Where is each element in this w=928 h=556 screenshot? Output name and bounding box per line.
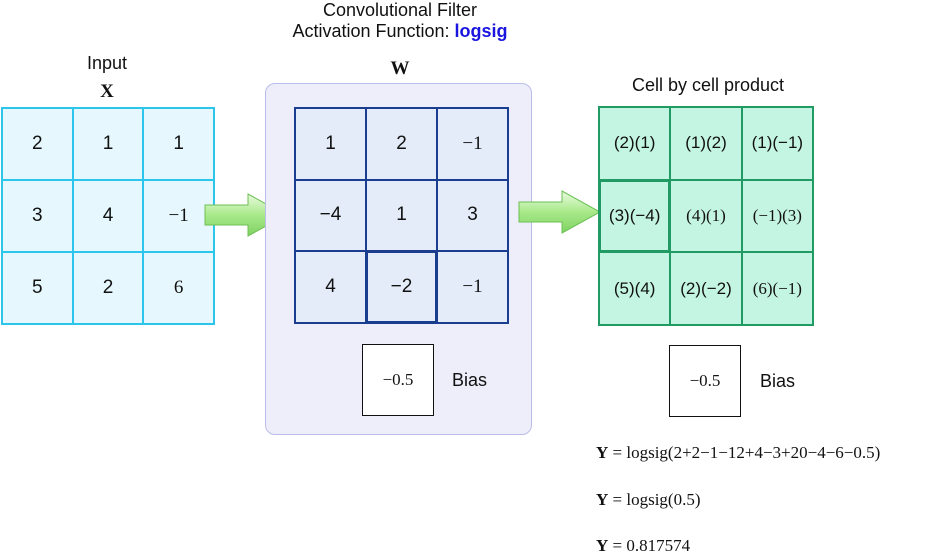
- input-cell: 2: [2, 108, 73, 180]
- product-cell: (6)(−1): [741, 252, 813, 325]
- product-matrix: (2)(1) (1)(2) (1)(−1) (3)(−4) (4)(1) (−1…: [598, 106, 814, 326]
- equation-lhs: Y: [596, 490, 609, 509]
- activation-function-name: logsig: [454, 21, 508, 41]
- equation-lhs: Y: [596, 536, 609, 555]
- input-cell: 4: [72, 180, 144, 252]
- weight-matrix: 1 2 −1 −4 1 3 4 −2 −1: [294, 107, 509, 324]
- equation-rhs: = logsig(2+2−1−12+4−3+20−4−6−0.5): [608, 443, 881, 462]
- equation-lhs: Y: [596, 443, 609, 462]
- product-bias-box: −0.5: [669, 345, 741, 417]
- equation-2: Y = logsig(0.5): [596, 490, 701, 510]
- equation-3: Y = 0.817574: [596, 536, 690, 556]
- weight-cell: −1: [437, 251, 508, 323]
- input-label: Input: [86, 53, 128, 73]
- input-cell: 6: [143, 252, 214, 324]
- product-cell: (3)(−4): [599, 179, 671, 253]
- weight-cell: 1: [295, 108, 366, 180]
- arrow-right-icon: [518, 190, 602, 234]
- input-cell: 5: [2, 252, 73, 324]
- equation-rhs: = 0.817574: [608, 536, 691, 555]
- weight-cell: 3: [437, 179, 508, 252]
- title-line-2: Activation Function: logsig: [250, 21, 550, 42]
- product-cell: (4)(1): [670, 179, 742, 253]
- product-bias-label: Bias: [760, 371, 796, 391]
- product-cell: (5)(4): [599, 252, 671, 325]
- input-matrix: 2 1 1 3 4 −1 5 2 6: [1, 107, 215, 325]
- weight-cell: 2: [366, 108, 437, 180]
- product-cell: (1)(2): [670, 107, 742, 180]
- weight-cell: 1: [366, 179, 437, 252]
- filter-bias-label: Bias: [452, 370, 488, 390]
- input-cell: 3: [2, 180, 73, 252]
- weight-cell: −4: [295, 179, 366, 252]
- weight-cell: 4: [295, 251, 366, 323]
- equation-1: Y = logsig(2+2−1−12+4−3+20−4−6−0.5): [596, 443, 880, 463]
- input-cell: 1: [72, 108, 144, 180]
- weight-symbol: W: [390, 58, 410, 79]
- input-symbol: X: [100, 81, 114, 102]
- weight-cell: −1: [437, 108, 508, 180]
- input-cell: 1: [143, 108, 214, 180]
- product-label: Cell by cell product: [631, 75, 785, 95]
- product-cell: (−1)(3): [741, 179, 813, 253]
- title-line-1: Convolutional Filter: [322, 0, 478, 20]
- equation-rhs: = logsig(0.5): [608, 490, 701, 509]
- filter-bias-box: −0.5: [362, 344, 434, 416]
- activation-label: Activation Function:: [292, 21, 455, 41]
- diagram-title: Convolutional Filter Activation Function…: [250, 0, 550, 42]
- product-cell: (1)(−1): [741, 107, 813, 180]
- input-cell: 2: [72, 252, 144, 324]
- product-cell: (2)(−2): [670, 252, 742, 325]
- weight-cell: −2: [366, 251, 437, 323]
- product-cell: (2)(1): [599, 107, 671, 180]
